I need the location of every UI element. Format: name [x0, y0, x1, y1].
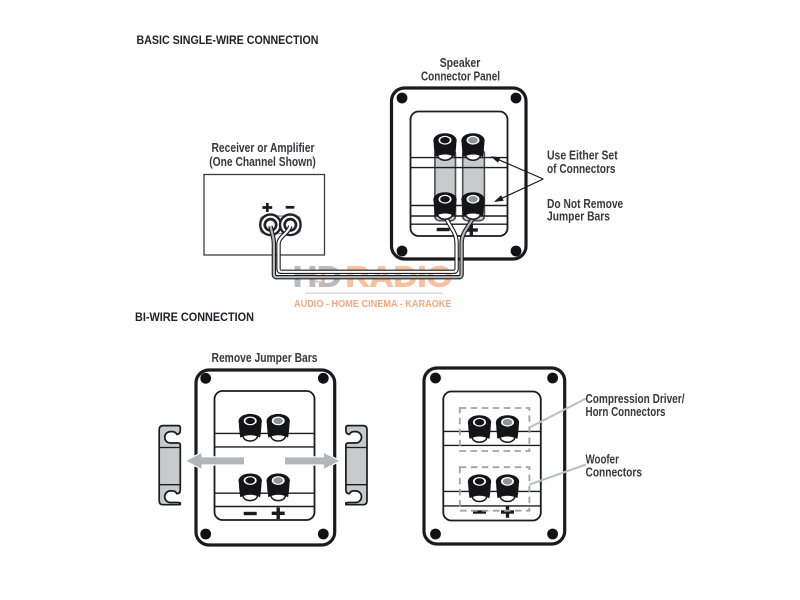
svg-text:Horn Connectors: Horn Connectors — [586, 405, 666, 419]
svg-text:(One Channel Shown): (One Channel Shown) — [209, 155, 316, 169]
svg-text:Use Either Set: Use Either Set — [547, 149, 618, 163]
svg-text:Compression Driver/: Compression Driver/ — [586, 392, 685, 406]
svg-text:BI-WIRE CONNECTION: BI-WIRE CONNECTION — [135, 310, 254, 324]
svg-text:Connector Panel: Connector Panel — [421, 70, 500, 84]
svg-text:BASIC SINGLE-WIRE CONNECTION: BASIC SINGLE-WIRE CONNECTION — [137, 33, 319, 47]
svg-text:Woofer: Woofer — [586, 453, 619, 467]
svg-text:Jumper Bars: Jumper Bars — [547, 210, 610, 224]
svg-text:Connectors: Connectors — [586, 466, 643, 480]
svg-text:Speaker: Speaker — [440, 56, 481, 70]
svg-text:AUDIO - HOME CINEMA - KARAOKE: AUDIO - HOME CINEMA - KARAOKE — [294, 298, 452, 310]
svg-text:Remove Jumper Bars: Remove Jumper Bars — [212, 351, 318, 365]
svg-text:Receiver or Amplifier: Receiver or Amplifier — [212, 141, 315, 155]
svg-text:of Connectors: of Connectors — [547, 162, 616, 176]
svg-text:Do Not Remove: Do Not Remove — [547, 197, 623, 211]
